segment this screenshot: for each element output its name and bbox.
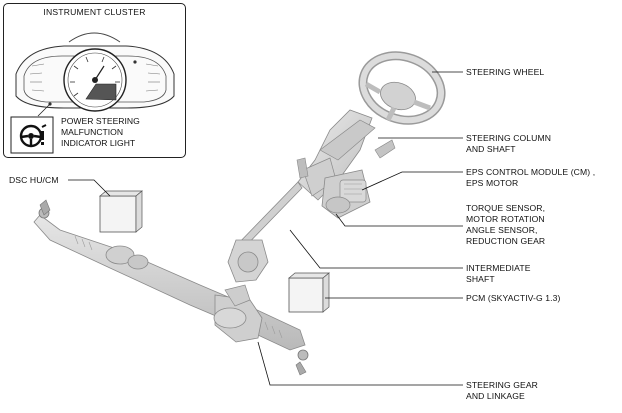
power-steering-warning-label: POWER STEERING MALFUNCTION INDICATOR LIG… (61, 116, 140, 148)
label-eps-control-module: EPS CONTROL MODULE (CM) , EPS MOTOR (466, 167, 596, 188)
label-steering-wheel: STEERING WHEEL (466, 67, 545, 77)
leader-lines (68, 71, 463, 386)
inset-title: INSTRUMENT CLUSTER (43, 7, 146, 17)
label-dsc-hu-cm: DSC HU/CM (9, 175, 59, 185)
label-intermediate-shaft: INTERMEDIATE SHAFT (466, 263, 531, 284)
steering-gear-rack (33, 199, 309, 376)
label-steering-gear: STEERING GEAR AND LINKAGE (466, 380, 538, 401)
dsc-hu-cm-box (99, 195, 137, 233)
instrument-cluster-inset: INSTRUMENT CLUSTER (3, 3, 186, 158)
label-steering-column: STEERING COLUMN AND SHAFT (466, 133, 552, 154)
pcm-box (288, 277, 324, 313)
label-pcm: PCM (SKYACTIV-G 1.3) (466, 293, 561, 303)
eps-motor (321, 169, 371, 219)
steering-column (296, 109, 396, 201)
intermediate-shaft (224, 181, 303, 307)
steering-wheel-exclamation-icon (19, 124, 47, 148)
steering-wheel (358, 51, 446, 125)
instrument-cluster-drawing (10, 32, 175, 154)
label-torque-sensor: TORQUE SENSOR, MOTOR ROTATION ANGLE SENS… (466, 203, 546, 246)
